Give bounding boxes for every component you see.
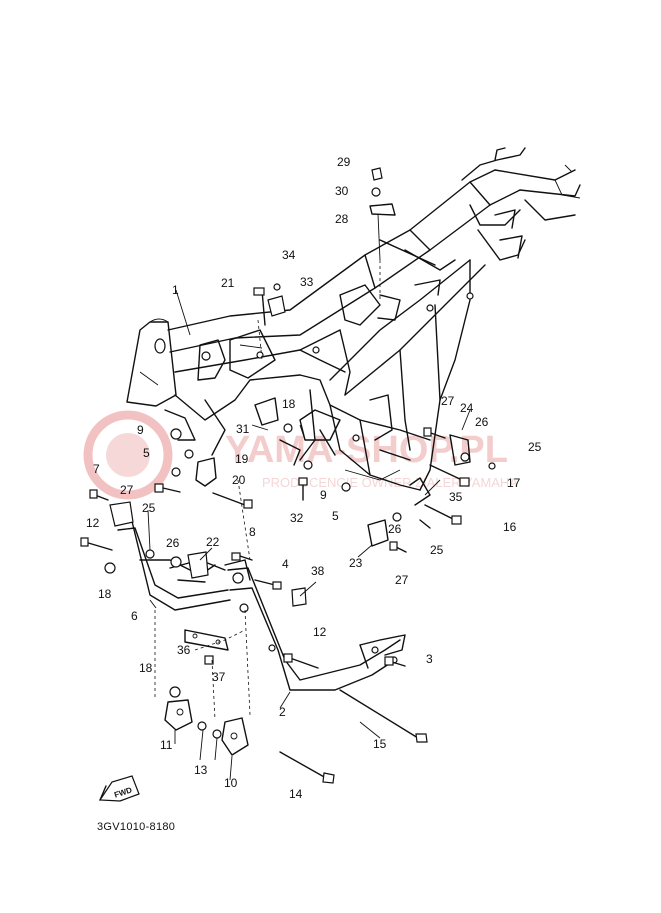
callout-15: 15 xyxy=(373,737,387,751)
callout-31: 31 xyxy=(236,422,250,436)
callout-13: 13 xyxy=(194,763,208,777)
callout-10: 10 xyxy=(224,776,238,790)
callout-33: 33 xyxy=(300,275,314,289)
callout-1: 1 xyxy=(172,283,179,297)
leader-lines xyxy=(147,289,471,781)
callout-25: 25 xyxy=(430,543,444,557)
callout-4: 4 xyxy=(282,557,289,571)
callout-8: 8 xyxy=(249,525,256,539)
callout-5: 5 xyxy=(332,509,339,523)
watermark-sub: PRODUCENCIE OWNER ZIALER YAMAHA xyxy=(262,475,518,490)
callout-9: 9 xyxy=(137,423,144,437)
callout-25: 25 xyxy=(142,501,156,515)
callout-27: 27 xyxy=(120,483,134,497)
callout-32: 32 xyxy=(290,511,304,525)
engine-cradle xyxy=(80,260,428,784)
callout-23: 23 xyxy=(349,556,363,570)
callout-24: 24 xyxy=(460,401,474,415)
callout-12: 12 xyxy=(86,516,100,530)
callout-29: 29 xyxy=(337,155,351,169)
callout-19: 19 xyxy=(235,452,249,466)
direction-arrow-icon: FWD xyxy=(98,775,140,802)
callout-9: 9 xyxy=(320,488,327,502)
callout-18: 18 xyxy=(139,661,153,675)
callout-27: 27 xyxy=(441,394,455,408)
callout-5: 5 xyxy=(143,446,150,460)
callout-3: 3 xyxy=(426,652,433,666)
callout-14: 14 xyxy=(289,787,303,801)
callout-38: 38 xyxy=(311,564,325,578)
callout-2: 2 xyxy=(279,705,286,719)
callout-16: 16 xyxy=(503,520,517,534)
watermark-main: YAMA-SHOP.PL xyxy=(225,429,508,471)
callout-30: 30 xyxy=(335,184,349,198)
callout-numbers: 1234556789910111212131415161718181819202… xyxy=(86,155,542,801)
small-parts xyxy=(89,167,496,553)
callout-34: 34 xyxy=(282,248,296,262)
watermark: YAMA-SHOP.PL PRODUCENCIE OWNER ZIALER YA… xyxy=(83,410,518,500)
callout-11: 11 xyxy=(160,738,173,752)
callout-18: 18 xyxy=(98,587,112,601)
callout-26: 26 xyxy=(166,536,180,550)
diagram-code: 3GV1010-8180 xyxy=(97,821,176,833)
main-frame xyxy=(126,147,581,491)
callout-20: 20 xyxy=(232,473,246,487)
callout-7: 7 xyxy=(93,462,100,476)
callout-18: 18 xyxy=(282,397,296,411)
callout-17: 17 xyxy=(507,476,521,490)
callout-26: 26 xyxy=(475,415,489,429)
callout-37: 37 xyxy=(212,670,226,684)
callout-35: 35 xyxy=(449,490,463,504)
callout-36: 36 xyxy=(177,643,191,657)
callout-12: 12 xyxy=(313,625,327,639)
callout-21: 21 xyxy=(221,276,235,290)
callout-28: 28 xyxy=(335,212,349,226)
callout-27: 27 xyxy=(395,573,409,587)
callout-6: 6 xyxy=(131,609,138,623)
callout-25: 25 xyxy=(528,440,542,454)
callout-22: 22 xyxy=(206,535,220,549)
callout-26: 26 xyxy=(388,522,402,536)
